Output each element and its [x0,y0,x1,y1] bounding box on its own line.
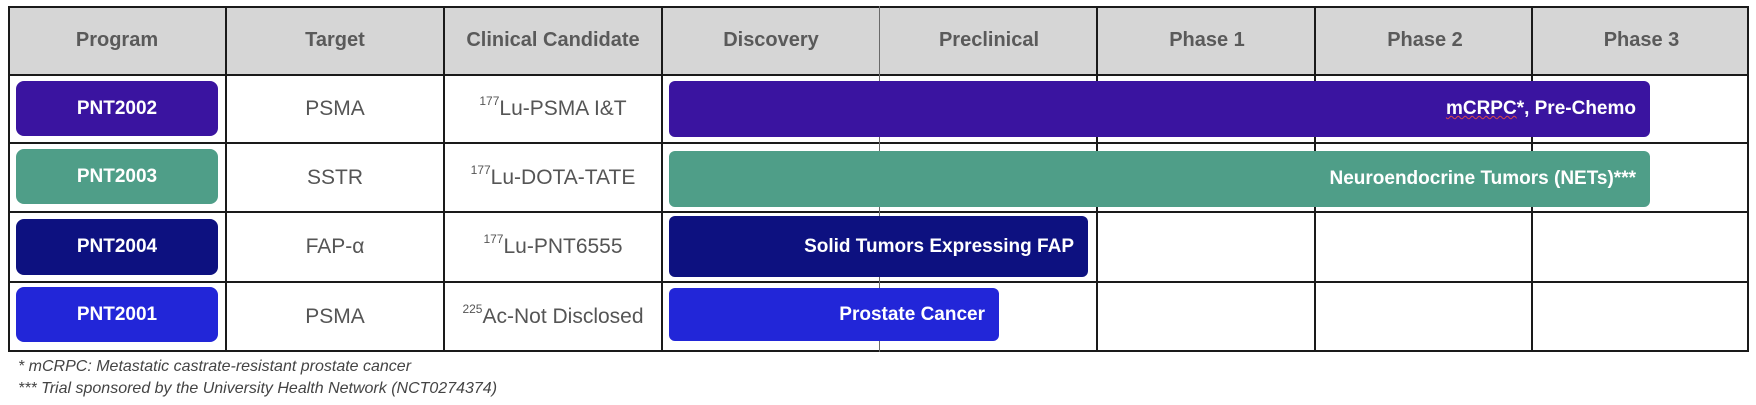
grid-line [225,6,227,352]
header-discovery: Discovery [662,7,880,74]
footnote-mcrpc: * mCRPC: Metastatic castrate-resistant p… [18,358,412,375]
program-badge-pnt2001: PNT2001 [16,287,218,342]
header-clinical-candidate: Clinical Candidate [444,7,662,74]
progress-bar-pnt2002: mCRPC*, Pre-Chemo [669,81,1650,137]
grid-line [661,6,663,352]
header-program: Program [8,7,226,74]
isotope-mass: 225 [462,301,483,316]
progress-bar-pnt2001: Prostate Cancer [669,288,999,341]
header-phase-3: Phase 3 [1534,7,1749,74]
footnote-trial-sponsor: *** Trial sponsored by the University He… [18,380,498,397]
isotope-mass: 177 [483,232,504,246]
grid-line [8,142,1749,144]
candidate-name: Lu-PNT6555 [503,235,623,258]
header-target: Target [226,7,444,74]
candidate-name: Ac-Not Disclosed [482,304,644,328]
target-cell: PSMA [305,97,365,120]
progress-bar-pnt2003: Neuroendocrine Tumors (NETs)*** [669,151,1650,207]
grid-line [8,281,1749,283]
grid-line [8,6,1749,8]
grid-line [8,74,1749,76]
grid-line [8,350,1749,352]
candidate-name: Lu-PSMA I&T [499,97,627,120]
grid-line [8,6,10,352]
isotope-mass: 177 [479,94,500,108]
header-phase-2: Phase 2 [1316,7,1534,74]
indication-abbrev: mCRPC [1445,98,1517,119]
program-badge-pnt2002: PNT2002 [16,81,218,136]
program-badge-pnt2004: PNT2004 [16,219,218,275]
grid-line [8,211,1749,213]
grid-line [1747,6,1749,352]
target-cell: PSMA [305,304,365,328]
program-badge-pnt2003: PNT2003 [16,149,218,204]
candidate-name: Lu-DOTA-TATE [490,165,636,189]
grid-line [443,6,445,352]
progress-bar-pnt2004: Solid Tumors Expressing FAP [669,216,1088,277]
header-phase-1: Phase 1 [1098,7,1316,74]
header-preclinical: Preclinical [880,7,1098,74]
isotope-mass: 177 [470,162,491,177]
indication-label: *, Pre-Chemo [1516,98,1636,119]
target-cell: FAP-α [305,235,365,258]
target-cell: SSTR [306,165,363,189]
